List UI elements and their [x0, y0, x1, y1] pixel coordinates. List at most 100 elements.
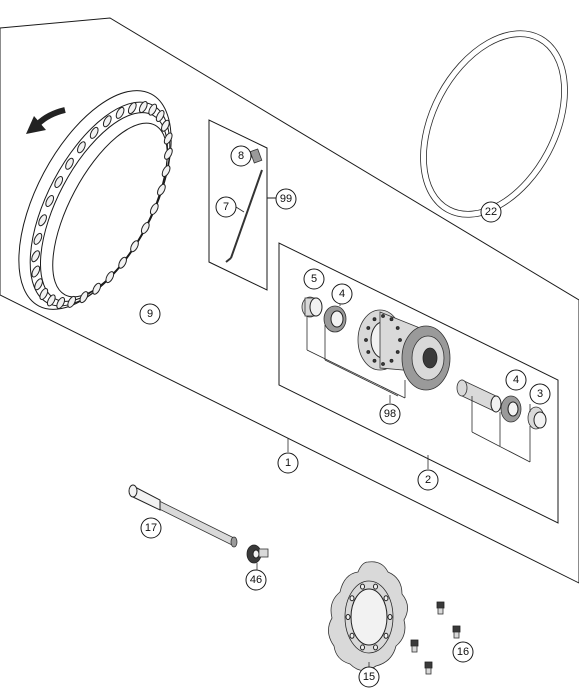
- svg-text:7: 7: [223, 201, 229, 213]
- callout-46: 46: [245, 569, 267, 591]
- hub-holes-hole: [366, 350, 371, 354]
- rim-holes-hole: [79, 291, 89, 304]
- disc-holes-hole: [349, 632, 355, 639]
- callout-98: 98: [379, 403, 401, 425]
- hub-leader-lines: [306, 303, 531, 463]
- rim-holes-hole: [34, 278, 43, 291]
- rim-holes-hole: [39, 288, 49, 300]
- rim-9: [18, 90, 173, 310]
- direction-of-rotation-arrow-icon: [26, 107, 66, 134]
- spoke-kit-frame-99: [208, 119, 268, 291]
- wheel-hub: [357, 309, 451, 391]
- spoke-7: [225, 169, 263, 263]
- callout-17: 17: [140, 517, 162, 539]
- seal-5: [301, 296, 323, 318]
- axle-17: [128, 484, 238, 548]
- rim-holes-hole: [31, 250, 40, 263]
- rim-holes-hole: [102, 115, 112, 128]
- svg-text:5: 5: [311, 273, 317, 285]
- rim-holes-hole: [56, 297, 66, 309]
- axle-nut-46: [246, 544, 269, 570]
- hub-holes-hole: [372, 317, 377, 322]
- rim-holes-hole: [92, 282, 102, 295]
- disc-holes-hole: [383, 595, 389, 602]
- svg-text:98: 98: [384, 408, 396, 420]
- rim-holes-hole: [161, 165, 171, 178]
- disc-holes-hole: [373, 644, 378, 651]
- nipple-8: [249, 148, 263, 164]
- svg-text:1: 1: [285, 457, 291, 469]
- hub-holes-hole: [364, 338, 368, 342]
- rim-holes-hole: [148, 103, 158, 116]
- rim-holes-hole: [157, 183, 166, 196]
- rim-holes-hole: [155, 110, 165, 122]
- disc-holes-hole: [349, 595, 355, 602]
- disc-holes-hole: [345, 614, 351, 620]
- svg-text:3: 3: [537, 388, 543, 400]
- rim-holes-hole: [130, 240, 139, 253]
- hub-assembly-frame-98: [278, 242, 559, 524]
- rim-holes-hole: [164, 147, 173, 160]
- rim-holes-hole: [67, 295, 77, 308]
- callout-8: 8: [230, 145, 252, 167]
- rim-holes-hole: [163, 132, 173, 145]
- disc-holes-hole: [373, 583, 378, 590]
- callout-99: 99: [275, 188, 297, 210]
- brake-disc-15: [328, 561, 408, 671]
- rim-holes-hole: [127, 102, 137, 115]
- rim-holes-hole: [45, 195, 55, 207]
- rim-holes-hole: [118, 256, 127, 269]
- callout-9: 9: [139, 303, 161, 325]
- svg-text:22: 22: [485, 206, 497, 218]
- hub-holes-hole: [395, 326, 400, 330]
- hub-holes-hole: [372, 358, 377, 363]
- hub-holes-hole: [389, 317, 394, 322]
- spacer-tube: [456, 379, 502, 413]
- svg-text:8: 8: [238, 150, 244, 162]
- rim-holes-hole: [38, 214, 47, 227]
- disc-holes-hole: [360, 583, 365, 590]
- svg-text:15: 15: [363, 671, 375, 683]
- svg-text:4: 4: [513, 374, 519, 386]
- callout-15: 15: [358, 666, 380, 688]
- rim-holes-hole: [54, 176, 64, 188]
- svg-text:46: 46: [250, 574, 262, 586]
- hub-holes-hole: [381, 314, 385, 318]
- rim-holes-hole: [161, 119, 170, 132]
- rim-holes-hole: [140, 222, 150, 234]
- rim-holes-hole: [89, 126, 99, 139]
- callout-22: 22: [480, 201, 502, 223]
- callout-7: 7: [215, 196, 237, 218]
- rim-holes-hole: [77, 141, 86, 154]
- hub-holes-hole: [366, 326, 371, 330]
- svg-text:99: 99: [280, 193, 292, 205]
- assembly-frame-1: [0, 17, 579, 584]
- callout-16: 16: [452, 641, 474, 663]
- disc-bolts-16: [410, 601, 461, 675]
- rim-holes-hole: [33, 232, 43, 245]
- callout-2: 2: [417, 469, 439, 491]
- rim-holes-hole: [46, 294, 56, 307]
- disc-holes-hole: [387, 614, 393, 620]
- disc-holes-hole: [383, 632, 389, 639]
- svg-text:9: 9: [147, 308, 153, 320]
- callout-4-left: 4: [331, 283, 353, 305]
- hub-holes-hole: [395, 350, 400, 354]
- rim-holes-hole: [138, 101, 148, 113]
- bearing-4-left: [323, 305, 347, 333]
- callout-1: 1: [277, 452, 299, 474]
- rim-holes-hole: [105, 271, 115, 284]
- rim-holes-hole: [65, 157, 74, 170]
- callout-5: 5: [303, 268, 325, 290]
- svg-text:16: 16: [457, 646, 469, 658]
- svg-text:17: 17: [145, 522, 157, 534]
- rim-holes-hole: [149, 203, 159, 215]
- svg-text:2: 2: [425, 474, 431, 486]
- rim-holes-hole: [115, 106, 125, 119]
- hub-holes-hole: [398, 338, 402, 342]
- seal-3: [527, 406, 547, 430]
- bearing-4-right: [500, 395, 522, 423]
- callout-3: 3: [529, 383, 551, 405]
